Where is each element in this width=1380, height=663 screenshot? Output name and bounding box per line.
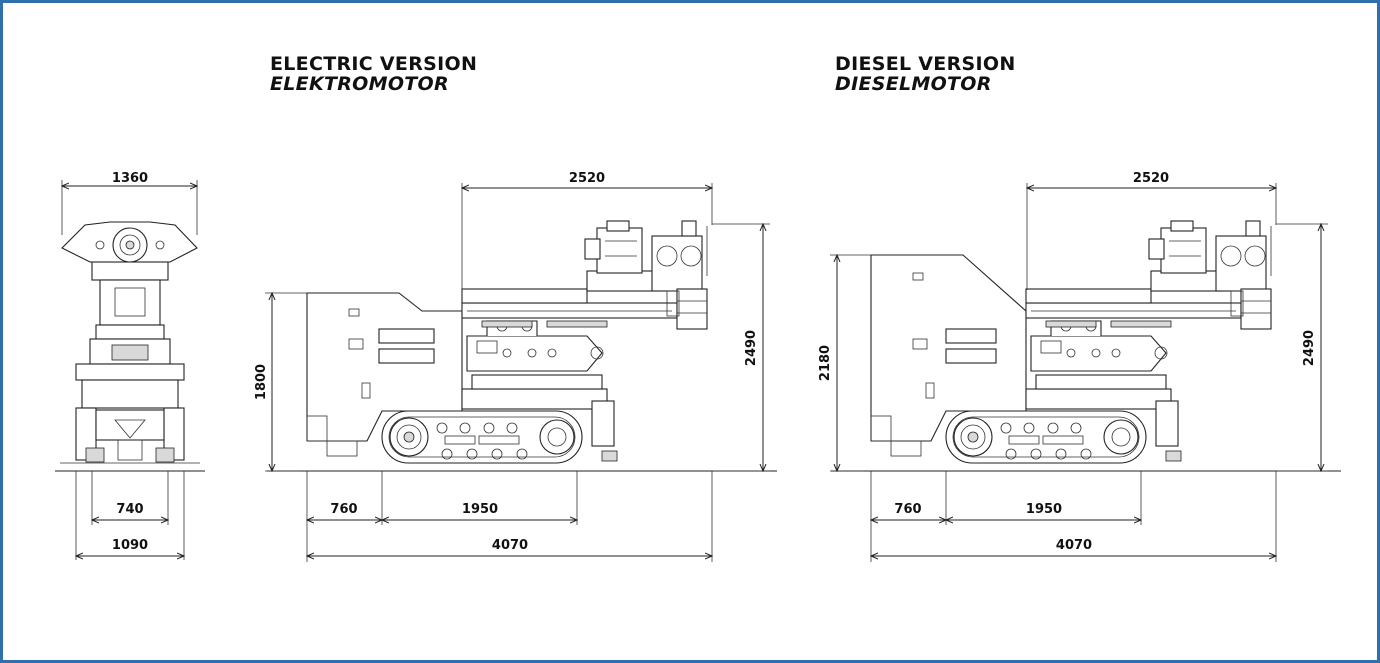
diesel-heading: DIESEL VERSION DIESELMOTOR [835,55,1016,94]
dim-electric-height-left: 1800 [254,364,269,400]
dim-front-inner-track: 740 [116,502,143,517]
dim-front-width: 1360 [112,171,148,186]
front-view: 1360 740 1090 [55,171,205,560]
dim-diesel-front: 760 [894,502,921,517]
electric-title: ELECTRIC VERSION [270,53,478,75]
diesel-subtitle: DIESELMOTOR [835,73,992,95]
dim-front-outer-track: 1090 [112,538,148,553]
dim-diesel-total: 4070 [1056,538,1092,553]
diesel-title: DIESEL VERSION [835,53,1016,75]
dim-electric-track: 1950 [462,502,498,517]
dim-electric-height-right: 2490 [744,330,759,366]
dim-diesel-track: 1950 [1026,502,1062,517]
electric-side-view: 2520 1800 2490 760 1950 4070 [254,171,777,562]
electric-heading: ELECTRIC VERSION ELEKTROMOTOR [270,55,477,94]
diesel-side-view: 2520 2180 2490 760 1950 4070 [818,171,1341,562]
dim-diesel-height-right: 2490 [1302,330,1317,366]
dim-diesel-top: 2520 [1133,171,1169,186]
dim-electric-top: 2520 [569,171,605,186]
dim-electric-total: 4070 [492,538,528,553]
dim-electric-front: 760 [330,502,357,517]
electric-subtitle: ELEKTROMOTOR [270,73,449,95]
dim-diesel-height-left: 2180 [818,345,833,381]
